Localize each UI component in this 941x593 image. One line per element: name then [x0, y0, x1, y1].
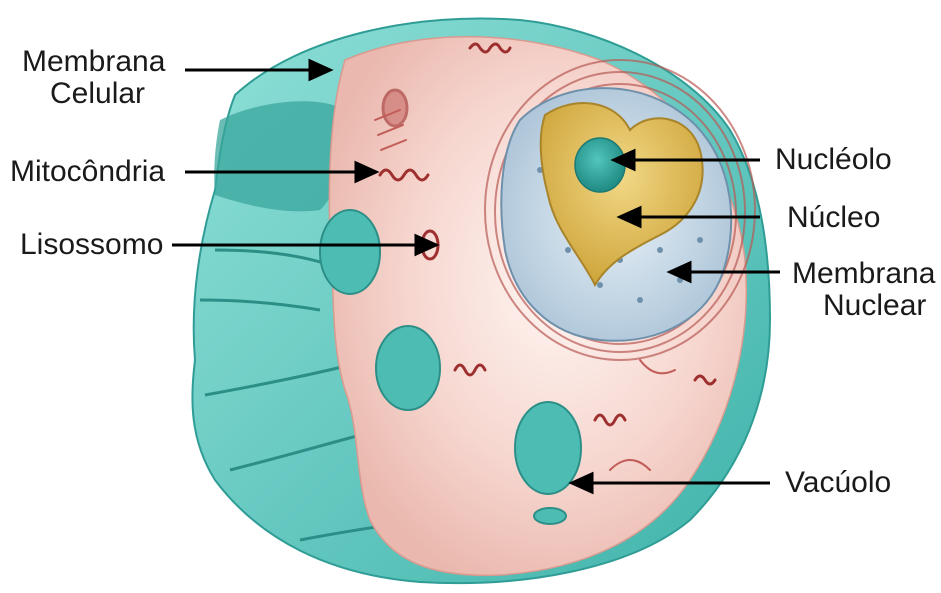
- label-membrana-nuclear-line2: Nuclear: [792, 290, 935, 322]
- label-nucleo-text: Núcleo: [787, 201, 880, 234]
- label-nucleolo-text: Nucléolo: [775, 143, 892, 176]
- label-vacuolo: Vacúolo: [785, 467, 891, 499]
- label-membrana-nuclear-line1: Membrana: [792, 258, 935, 290]
- label-membrana-nuclear: Membrana Nuclear: [792, 258, 935, 322]
- nucleolus-shape: [575, 138, 625, 192]
- label-lisossomo: Lisossomo: [20, 229, 163, 261]
- label-vacuolo-text: Vacúolo: [785, 466, 891, 499]
- label-lisossomo-text: Lisossomo: [20, 228, 163, 261]
- label-membrana-celular-line1: Membrana: [22, 46, 165, 78]
- label-membrana-celular-line2: Celular: [22, 78, 165, 110]
- label-membrana-celular: Membrana Celular: [22, 46, 165, 110]
- label-nucleolo: Nucléolo: [775, 144, 892, 176]
- label-mitocondria: Mitocôndria: [10, 156, 165, 188]
- label-mitocondria-text: Mitocôndria: [10, 155, 165, 188]
- label-nucleo: Núcleo: [787, 202, 880, 234]
